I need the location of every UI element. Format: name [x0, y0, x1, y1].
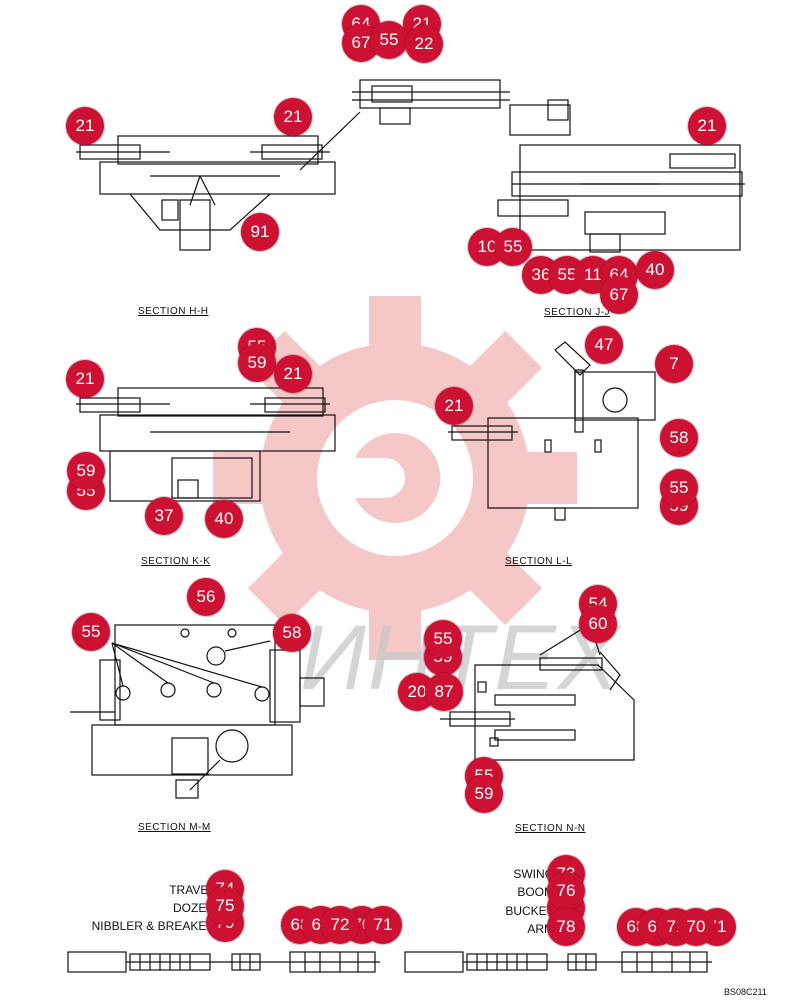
section-nn-label: SECTION N-N: [515, 823, 586, 834]
section-kk-label: SECTION K-K: [141, 556, 211, 567]
callout-top-55: 55: [370, 21, 408, 59]
callout-nn-59b: 59: [465, 775, 503, 813]
callout-ls-72: 72: [321, 906, 359, 944]
callout-rs-78: 78: [547, 908, 585, 946]
callout-kk-59a: 59: [238, 344, 276, 382]
callout-hh-91: 91: [241, 213, 279, 251]
callout-rs-76: 76: [547, 872, 585, 910]
right-spool-drawing: [404, 951, 712, 973]
section-jj-label: SECTION J-J: [544, 307, 611, 318]
callout-nn-55a: 55: [424, 620, 462, 658]
callout-kk-40: 40: [205, 500, 243, 538]
callout-jj-40: 40: [636, 251, 674, 289]
callout-mm-56: 56: [187, 578, 225, 616]
spool-label-nibbler-breaker: NIBBLER & BREAKER: [91, 919, 215, 933]
callout-rs-70: 70: [677, 908, 715, 946]
spool-label-bucket: BUCKET: [505, 904, 554, 918]
section-ll-label: SECTION L-L: [505, 556, 573, 567]
callout-ls-71: 71: [364, 906, 402, 944]
callout-jj-55a: 55: [494, 228, 532, 266]
callout-ll-21: 21: [435, 387, 473, 425]
callout-ll-55: 55: [660, 469, 698, 507]
left-spool-drawing: [67, 951, 380, 973]
callout-hh-21b: 21: [274, 98, 312, 136]
callout-jj-21: 21: [688, 107, 726, 145]
spool-label-boom: BOOM: [517, 885, 554, 899]
callout-nn-87: 87: [425, 673, 463, 711]
callout-ll-58: 58: [660, 419, 698, 457]
section-hh-drawing: [76, 135, 336, 251]
section-ll-drawing: [448, 341, 656, 521]
callout-mm-58: 58: [273, 614, 311, 652]
section-hh-label: SECTION H-H: [138, 306, 209, 317]
figure-code: BS08C211: [724, 987, 767, 997]
callout-hh-21a: 21: [66, 107, 104, 145]
section-mm-drawing: [70, 624, 325, 799]
callout-ll-47: 47: [585, 326, 623, 364]
callout-ls-75: 75: [206, 887, 244, 925]
section-mm-label: SECTION M-M: [138, 822, 211, 833]
callout-top-22: 22: [405, 25, 443, 63]
callout-kk-21b: 21: [274, 355, 312, 393]
callout-kk-37: 37: [145, 497, 183, 535]
callout-kk-59b: 59: [67, 452, 105, 490]
callout-ll-7: 7: [655, 345, 693, 383]
callout-kk-21a: 21: [66, 360, 104, 398]
section-kk-drawing: [76, 387, 336, 502]
spool-label-swing: SWING: [513, 867, 554, 881]
section-nn-drawing: [440, 623, 635, 761]
spool-label-travel: TRAVEL: [169, 883, 215, 897]
callout-jj-67: 67: [600, 276, 638, 314]
top-detail-drawing: [299, 79, 510, 171]
spool-label-dozer: DOZER: [173, 901, 215, 915]
section-jj-drawing: [497, 99, 745, 253]
callout-nn-60: 60: [579, 605, 617, 643]
callout-mm-55: 55: [72, 613, 110, 651]
